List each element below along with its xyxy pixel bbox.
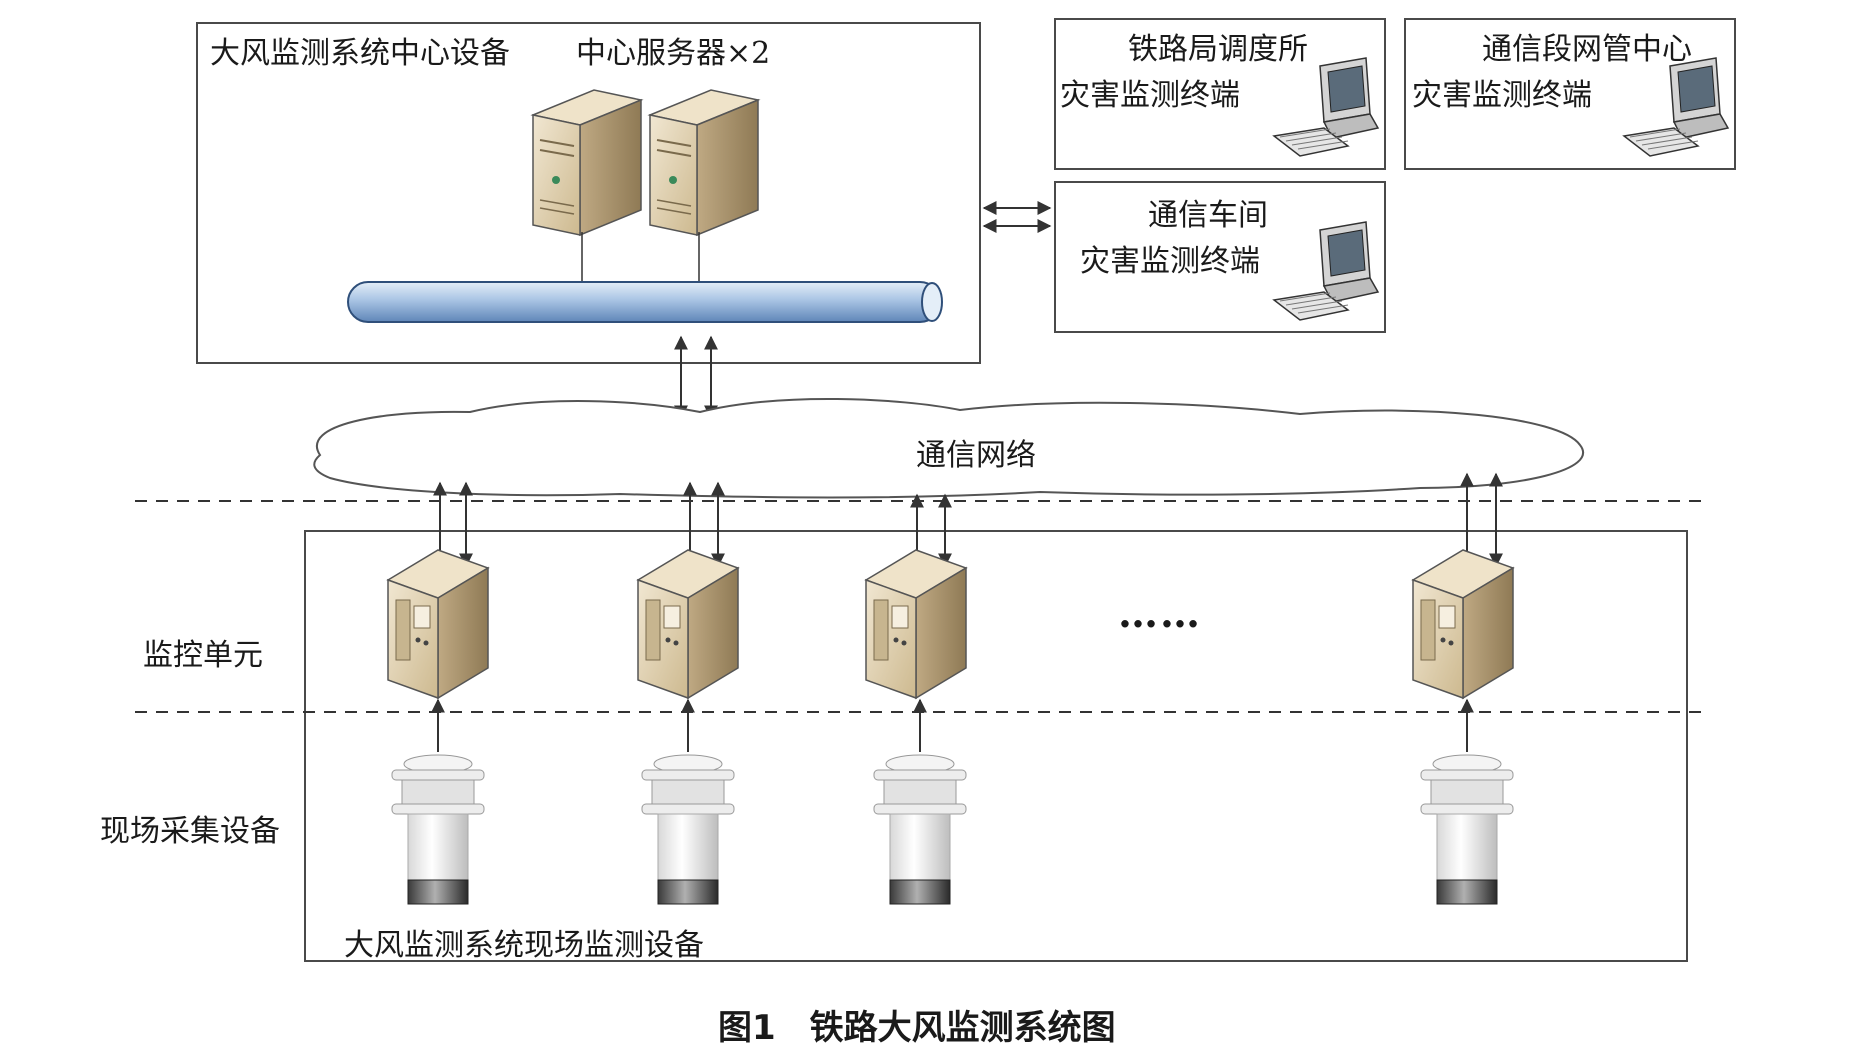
center-title: 大风监测系统中心设备 <box>210 36 510 71</box>
center-servers-label: 中心服务器×2 <box>576 36 771 71</box>
comm-section-label: 通信段网管中心 <box>1482 32 1692 67</box>
wind-sensor-4 <box>1420 754 1514 905</box>
wind-sensor-1 <box>391 754 485 905</box>
wind-sensor-3 <box>873 754 967 905</box>
bureau-dispatch-label: 铁路局调度所 <box>1128 32 1308 67</box>
monitoring-unit-cabinet-2 <box>636 549 740 700</box>
monitoring-units <box>386 549 1515 700</box>
monitoring-unit-cabinet-4 <box>1411 549 1515 700</box>
sensor-arrows <box>431 698 1474 752</box>
communication-network-cloud <box>313 397 1584 499</box>
monitoring-unit-cabinet-1 <box>386 549 490 700</box>
field-equipment-label: 大风监测系统现场监测设备 <box>344 928 704 963</box>
comm-workshop-label: 通信车间 <box>1148 198 1268 233</box>
ellipsis-more-units: …… <box>1118 590 1202 637</box>
center-server-1 <box>530 89 644 237</box>
wind-sensor-2 <box>641 754 735 905</box>
bureau-dispatch-role: 灾害监测终端 <box>1060 78 1240 113</box>
monitoring-unit-cabinet-3 <box>864 549 968 700</box>
network-label: 通信网络 <box>916 438 1036 473</box>
network-bus-pipe <box>347 281 943 323</box>
comm-section-role: 灾害监测终端 <box>1412 78 1592 113</box>
center-server-2 <box>647 89 761 237</box>
field-collection-label: 现场采集设备 <box>100 814 280 849</box>
terminal-computer-2 <box>1622 57 1730 157</box>
monitor-unit-label: 监控单元 <box>143 638 263 673</box>
comm-workshop-role: 灾害监测终端 <box>1080 244 1260 279</box>
terminal-computer-3 <box>1272 221 1380 321</box>
figure-caption: 图1 铁路大风监测系统图 <box>718 1008 1116 1048</box>
terminal-computer-1 <box>1272 57 1380 157</box>
terminal-computers <box>1272 57 1730 321</box>
wind-sensors <box>391 754 1514 905</box>
